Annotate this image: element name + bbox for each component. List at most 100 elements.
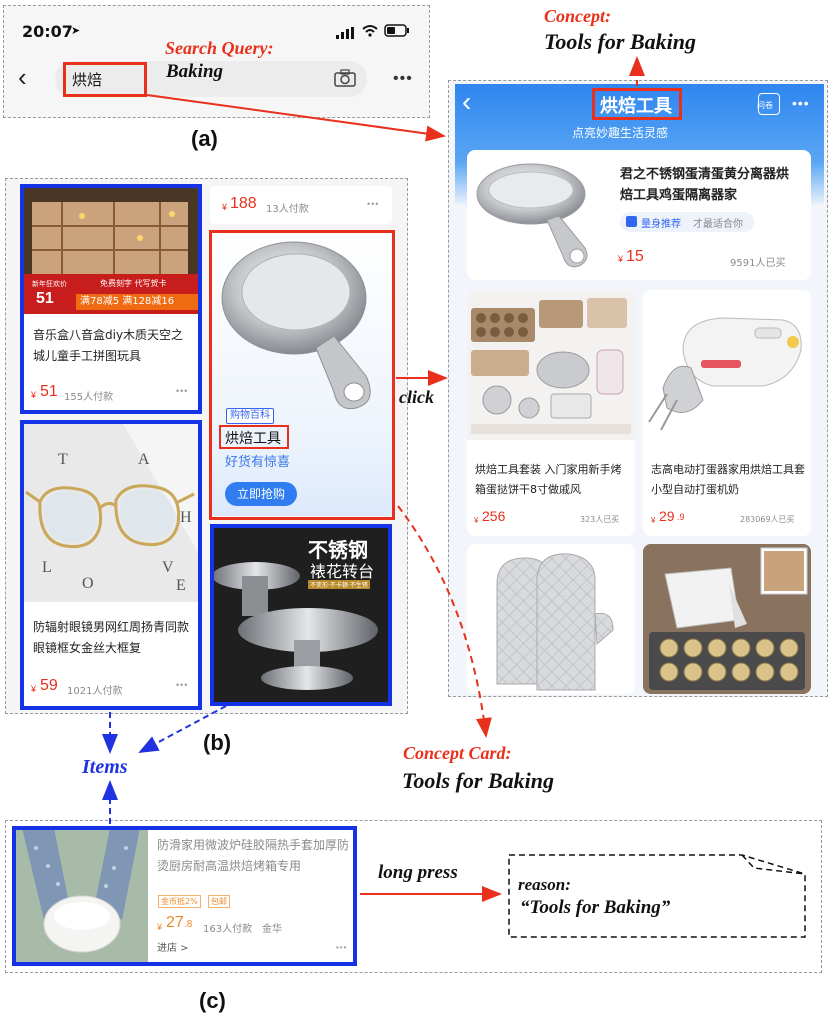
concept-title-highlight [592, 88, 682, 120]
featured-price-symbol: ¥ [618, 254, 624, 264]
music-box-price-symbol: ¥ [31, 390, 37, 400]
partial-sales: 13人付款 [266, 204, 309, 215]
item-card-partial-top[interactable] [210, 186, 392, 224]
concept-more-icon[interactable]: ••• [792, 95, 810, 111]
mixer-title[interactable]: 志高电动打蛋器家用烘焙工具套小型自动打蛋机奶 [651, 463, 805, 496]
gloves-sales: 163人付款 [203, 924, 253, 935]
recommend-icon [626, 216, 637, 227]
back-chevron-icon[interactable]: ‹ [18, 62, 27, 92]
camera-icon[interactable] [334, 69, 356, 92]
items-label: Items [82, 756, 128, 778]
concept-card-label: Concept Card: [403, 743, 512, 763]
partial-price: 188 [230, 195, 257, 212]
long-press-label: long press [378, 862, 458, 883]
baking-set-price: 256 [482, 508, 506, 524]
search-query-label: Search Query: [165, 38, 274, 58]
baking-set-sales: 323人已买 [580, 515, 620, 524]
concept-card-title[interactable]: 烘焙工具 [225, 431, 281, 447]
silicone-gloves-image [14, 828, 148, 964]
svg-text:O: O [82, 575, 94, 592]
glasses-price-symbol: ¥ [31, 684, 37, 694]
concept-heading-value: Tools for Baking [544, 29, 697, 54]
glasses-price: 59 [40, 677, 58, 694]
svg-text:T: T [58, 451, 68, 468]
gloves-shop-location: 金华 [262, 924, 282, 935]
music-box-promo: 满78减5 满128减16 [76, 294, 198, 310]
item-card-gloves[interactable] [14, 828, 354, 964]
concept-card-tag: 购物百科 [226, 408, 274, 424]
caption-a: (a) [191, 126, 218, 151]
product-card-muffin-tray[interactable] [643, 544, 811, 694]
glasses-title[interactable]: 防辐射眼镜男网红周扬青同款眼镜框女金丝大框复 [33, 620, 190, 655]
recommend-note: 才最适合你 [693, 219, 743, 230]
more-menu-icon[interactable]: ••• [393, 70, 413, 87]
search-query-value: Baking [166, 61, 224, 82]
music-box-promo-top: 免费刻字 代写贺卡 [100, 279, 167, 288]
gloves-price-symbol: ¥ [157, 922, 163, 932]
concept-back-icon[interactable]: ‹ [462, 86, 472, 117]
wifi-icon [362, 24, 378, 42]
music-box-sales: 155人付款 [64, 392, 114, 403]
featured-price: 15 [626, 248, 644, 265]
item-highlight-music-box [20, 184, 202, 414]
turntable-tagline: 不变形·不卡顿·不生锈 [308, 580, 370, 589]
reason-label: reason: [518, 875, 571, 894]
product-card-baking-set[interactable] [467, 290, 635, 536]
concept-card-title-highlight [219, 425, 289, 449]
product-card-oven-mitts[interactable] [467, 544, 635, 694]
item-card-music-box[interactable]: 新年狂欢价 51 免费刻字 代写贺卡 满78减5 满128减16 [22, 186, 198, 410]
oven-mitts-image [467, 544, 635, 694]
featured-product-title[interactable]: 君之不锈钢蛋清蛋黄分离器烘焙工具鸡蛋隔离器家 [620, 167, 790, 203]
muffin-tray-image [643, 544, 811, 694]
caption-c: (c) [199, 988, 226, 1013]
concept-card-egg-separator-image [216, 236, 392, 416]
concept-header-subtitle: 点亮妙趣生活灵感 [572, 126, 669, 140]
hand-mixer-image [643, 290, 811, 440]
glasses-sales: 1021人付款 [67, 686, 123, 697]
glasses-more-icon[interactable]: ••• [176, 680, 189, 690]
mixer-price-symbol: ¥ [651, 516, 656, 525]
baking-set-image [467, 290, 635, 440]
gloves-price: 27 [166, 914, 184, 931]
questionnaire-label[interactable]: 问卷 [757, 101, 773, 110]
questionnaire-icon[interactable] [758, 93, 780, 115]
caption-b: (b) [203, 730, 232, 755]
reason-note [508, 854, 806, 938]
concept-card-button[interactable]: 立即抢购 [225, 482, 297, 506]
concept-card-label-value: Tools for Baking [402, 768, 555, 793]
mixer-price: 29 [659, 508, 675, 524]
reason-value: “Tools for Baking” [520, 897, 671, 918]
partial-price-symbol: ¥ [222, 202, 228, 212]
product-card-mixer[interactable] [643, 290, 811, 536]
gloves-enter-store[interactable]: 进店 > [157, 943, 189, 954]
item-highlight-gloves [12, 826, 357, 966]
turntable-image [212, 526, 390, 704]
item-highlight-turntable [210, 524, 392, 706]
music-box-more-icon[interactable]: ••• [176, 386, 189, 396]
search-query-text[interactable]: 烘焙 [72, 71, 103, 89]
concept-card[interactable] [212, 232, 392, 516]
concept-header-title: 烘焙工具 [600, 96, 672, 117]
partial-more-icon[interactable]: ••• [367, 199, 380, 209]
recommend-tag [620, 212, 754, 232]
panel-c-frame [5, 820, 822, 973]
mixer-sales: 283069人已买 [740, 515, 795, 524]
item-card-turntable[interactable]: 不锈钢 裱花转台 不变形·不卡顿·不生锈 [212, 526, 390, 704]
search-bar[interactable] [55, 61, 367, 97]
music-box-badge-price: 51 [36, 290, 54, 307]
click-label: click [399, 387, 434, 407]
music-box-title[interactable]: 音乐盒八音盒diy木质天空之城儿童手工拼图玩具 [33, 328, 184, 363]
search-query-highlight [63, 62, 147, 97]
recommend-label: 量身推荐 [641, 219, 681, 230]
battery-icon [384, 24, 410, 42]
baking-set-title[interactable]: 烘焙工具套装 入门家用新手烤箱蛋挞饼干8寸做戚风 [475, 463, 622, 496]
gloves-title[interactable]: 防滑家用微波炉硅胶隔热手套加厚防烫厨房耐高温烘焙烤箱专用 [157, 838, 350, 873]
svg-text:E: E [176, 577, 186, 594]
item-highlight-glasses [20, 420, 202, 710]
gloves-more-icon[interactable]: ••• [336, 943, 348, 952]
gloves-price-decimal: .8 [184, 919, 193, 930]
music-box-image [22, 186, 198, 314]
egg-separator-image [473, 156, 601, 274]
